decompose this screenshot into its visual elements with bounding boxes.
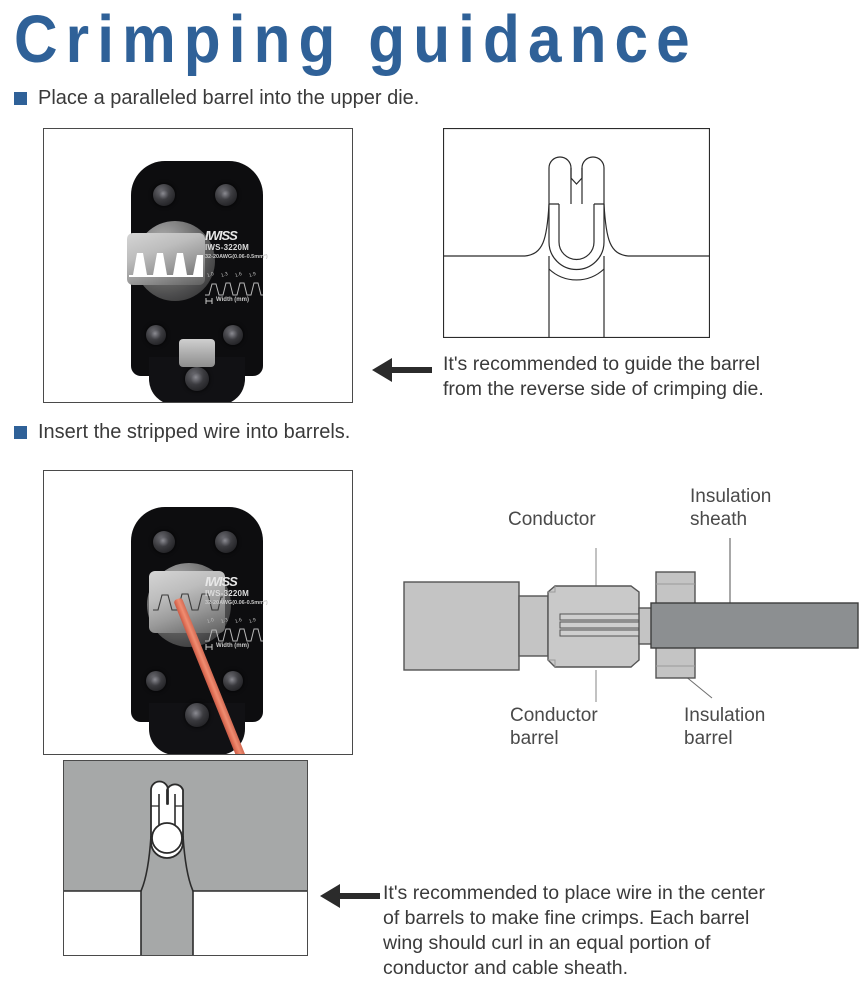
tool-brand-name: IWISS [205, 228, 238, 243]
bullet-square-icon [14, 91, 27, 105]
note-1-line-0: It's recommended to guide the barrel [443, 353, 760, 375]
crimper-tool-illustration: IWISS IWS-3220M 32-20AWG(0.06-0.5mm²) 1.… [113, 129, 283, 402]
scale-value-2: 1.6 [234, 617, 243, 625]
die-cross-section-line-art [442, 127, 711, 339]
crimper-tool-illustration: IWISS IWS-3220M 32-20AWG(0.06-0.5mm²) 1.… [113, 471, 283, 754]
width-caliper-icon [205, 297, 213, 304]
crimper-jaw-teeth [153, 589, 223, 611]
note-2-line-2: wing should curl in an equal portion of [383, 932, 711, 954]
tool-spec: 32-20AWG(0.06-0.5mm²) [205, 600, 268, 606]
note-1: It's recommended to guide the barrel fro… [443, 352, 853, 402]
tool-model: IWS-3220M [205, 243, 250, 252]
scale-value-2: 1.6 [234, 271, 243, 279]
scale-value-0: 1.0 [206, 617, 215, 625]
note-2-line-1: of barrels to make fine crimps. Each bar… [383, 907, 750, 929]
terminal-anatomy-diagram [400, 490, 862, 760]
label-insulation-sheath: Insulation sheath [690, 486, 772, 530]
tool-brand-name: IWISS [205, 574, 238, 589]
note-2-line-0: It's recommended to place wire in the ce… [383, 882, 765, 904]
crimper-photo-upper-die: IWISS IWS-3220M 32-20AWG(0.06-0.5mm²) 1.… [43, 128, 353, 403]
scale-value-1: 1.3 [220, 617, 229, 625]
bullet-square-icon [14, 425, 27, 439]
scale-value-0: 1.0 [206, 271, 215, 279]
label-conductor: Conductor [508, 509, 596, 530]
label-conductor-barrel: Conductor barrel [510, 705, 598, 749]
step-2-row: Insert the stripped wire into barrels. [14, 420, 350, 444]
note-1-line-1: from the reverse side of crimping die. [443, 378, 764, 400]
step-1-row: Place a paralleled barrel into the upper… [14, 86, 419, 110]
note-2-line-3: conductor and cable sheath. [383, 957, 629, 979]
tool-model: IWS-3220M [205, 589, 250, 598]
tool-brand-block: IWISS IWS-3220M 32-20AWG(0.06-0.5mm²) [205, 229, 269, 262]
label-insulation-barrel: Insulation barrel [684, 705, 766, 749]
width-caliper-icon [205, 643, 213, 650]
step-1-text: Place a paralleled barrel into the upper… [38, 87, 420, 109]
crimper-jaw-teeth [129, 245, 203, 277]
scale-value-3: 1.9 [248, 271, 257, 279]
scale-value-3: 1.9 [248, 617, 257, 625]
crimper-photo-with-wire: IWISS IWS-3220M 32-20AWG(0.06-0.5mm²) 1.… [43, 470, 353, 755]
wire-centered-in-barrel-diagram [63, 760, 308, 956]
scale-value-1: 1.3 [220, 271, 229, 279]
note-2-arrow-icon [318, 881, 380, 911]
tool-width-scale: 1.0 1.3 1.6 1.9 Width (mm) [205, 271, 265, 306]
tool-width-scale: 1.0 1.3 1.6 1.9 Width (mm) [205, 617, 265, 652]
width-scale-label: Width (mm) [216, 643, 249, 649]
note-1-arrow-icon [370, 355, 432, 385]
page-title: Crimping guidance [14, 2, 698, 77]
note-2: It's recommended to place wire in the ce… [383, 881, 853, 981]
tool-brand-block: IWISS IWS-3220M 32-20AWG(0.06-0.5mm²) [205, 575, 269, 608]
width-scale-label: Width (mm) [216, 297, 249, 303]
step-2-text: Insert the stripped wire into barrels. [38, 421, 351, 443]
tool-spec: 32-20AWG(0.06-0.5mm²) [205, 254, 268, 260]
